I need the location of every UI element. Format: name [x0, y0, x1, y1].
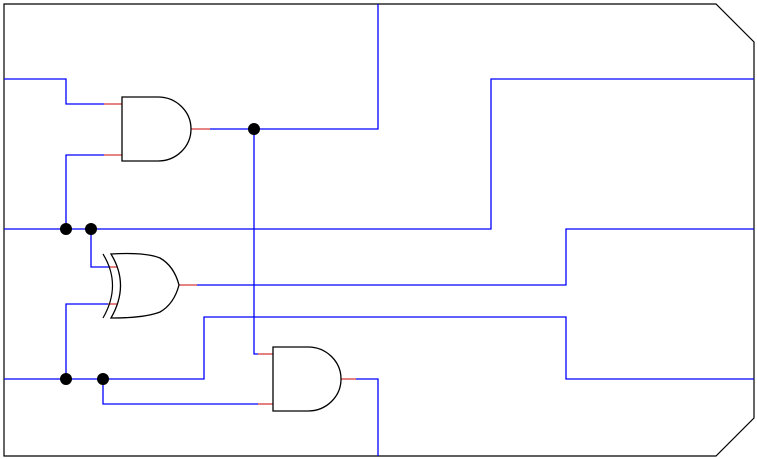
- wire-input-a: [4, 78, 104, 105]
- xor-gate: [102, 252, 180, 319]
- junction-dot: [248, 123, 260, 135]
- wire-rail-lower: [4, 316, 754, 380]
- wire-and-bottom-upper-input: [253, 129, 258, 355]
- wire-and-bottom-lower-input: [102, 379, 258, 405]
- junctions: [60, 123, 260, 385]
- wires: [4, 4, 754, 456]
- wire-xor-lower-input: [65, 303, 108, 379]
- wire-xor-output: [197, 228, 754, 286]
- and-gate-top: [121, 96, 192, 162]
- gate-pins: [104, 103, 356, 405]
- junction-dot: [60, 373, 72, 385]
- and-gate-bottom: [272, 346, 342, 412]
- board-outline: [3, 3, 755, 457]
- junction-dot: [85, 223, 97, 235]
- wire-rail-upper: [4, 78, 754, 230]
- junction-dot: [60, 223, 72, 235]
- wire-and-top-output: [210, 4, 379, 130]
- wire-xor-upper-input: [90, 229, 110, 268]
- wire-and-top-lower-input: [65, 154, 104, 229]
- junction-dot: [97, 373, 109, 385]
- wire-and-bottom-output: [356, 378, 379, 456]
